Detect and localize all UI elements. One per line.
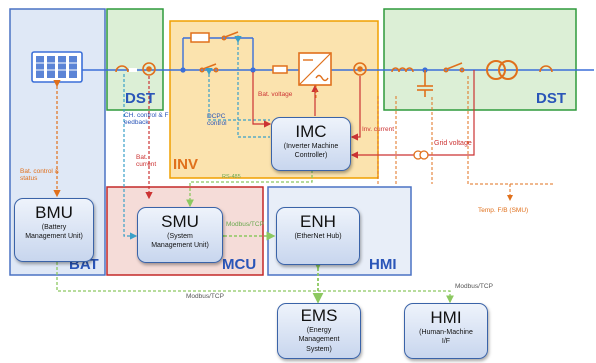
ems-box[interactable]: EMS (Energy Management System) [277, 303, 361, 359]
imc-subtitle-1: (Inverter Machine [283, 143, 339, 150]
ac-breaker-icon [443, 62, 465, 73]
smu-subtitle-2: Management Unit) [151, 242, 209, 250]
bat-current-label-2: current [136, 161, 157, 168]
inv-current-label: Inv. current [362, 126, 395, 133]
hmi-subtitle-2: I/F [441, 338, 451, 346]
inverter-icon [298, 52, 332, 86]
dcpc-control-line [205, 68, 270, 121]
ac-inductor-icon [391, 67, 414, 73]
smu-box[interactable]: SMU (System Management Unit) [137, 207, 223, 263]
ch-control-label-2: eedback [124, 119, 149, 126]
bmu-subtitle-1: (Battery [41, 224, 67, 231]
ems-subtitle-2: Management [298, 336, 340, 344]
bottom-modbus-bus [53, 255, 454, 304]
rs485-label: RS-485 [222, 174, 241, 180]
ac-current-sensor-icon [353, 62, 367, 76]
grid-voltage-sensor-icon [413, 150, 429, 160]
temp-feedback-line [315, 76, 554, 185]
ems-subtitle-3: System) [306, 345, 332, 353]
rs485-line [186, 163, 316, 208]
ch-control-line [123, 74, 138, 240]
dc-fuse-icon [272, 65, 288, 74]
ems-title: EMS [300, 306, 338, 325]
mcu-section-label: MCU [222, 256, 257, 273]
ch-control-label-1: CH. control & F [124, 112, 169, 119]
dst-right-section [383, 8, 577, 111]
dst-right-label: DST [536, 90, 566, 107]
precharge-control-line [234, 36, 270, 138]
dcpc-label-2: control [207, 120, 227, 127]
imc-title: IMC [295, 122, 327, 141]
dst-left-label: DST [125, 90, 155, 107]
modbus-smu-label: Modbus/TCP [226, 221, 264, 228]
precharge-resistor-icon [190, 32, 210, 43]
enh-subtitle-1: (EtherNet Hub) [294, 233, 342, 240]
enh-title: ENH [300, 212, 336, 231]
dc-breaker-icon [115, 62, 156, 76]
hmi-title: HMI [430, 308, 462, 327]
inv-current-line [350, 76, 361, 141]
bat-control-label-2: status [20, 175, 38, 182]
dcpc-switch-icon [199, 63, 219, 73]
filter-capacitor-icon [417, 70, 433, 97]
grid-voltage-line [350, 70, 475, 159]
inv-section-label: INV [173, 156, 199, 173]
ems-subtitle-1: (Energy [306, 327, 332, 334]
grid-voltage-label: Grid voltage [434, 140, 472, 147]
bat-voltage-line [252, 72, 272, 128]
imc-subtitle-2: Controller) [294, 152, 328, 160]
hmi-box[interactable]: HMI (Human-Machine I/F [404, 303, 488, 359]
smu-title: SMU [161, 212, 199, 231]
transformer-icon [486, 60, 518, 80]
battery-icon [31, 51, 83, 83]
modbus-right-label: Modbus/TCP [455, 283, 493, 290]
hmi-section-label: HMI [369, 256, 397, 273]
smu-subtitle-1: (System [167, 233, 193, 240]
bat-control-label-1: Bat. control & [20, 168, 60, 175]
imc-box[interactable]: IMC (Inverter Machine Controller) [271, 117, 351, 171]
bmu-subtitle-2: Management Unit) [25, 233, 83, 241]
bat-current-label-1: Bat. [136, 154, 148, 161]
temp-fb-label: Temp. F/B (SMU) [478, 207, 529, 214]
bat-voltage-label: Bat. voltage [258, 91, 293, 98]
bmu-box[interactable]: BMU (Battery Management Unit) [14, 198, 94, 262]
dst-left-section [106, 8, 164, 111]
grid-breaker-icon [539, 65, 553, 73]
modbus-bottom-label: Modbus/TCP [186, 293, 224, 300]
dcpc-label-1: DCPC [207, 113, 226, 120]
enh-box[interactable]: ENH (EtherNet Hub) [276, 207, 360, 265]
hmi-subtitle-1: (Human-Machine [419, 329, 473, 336]
bmu-title: BMU [35, 203, 73, 222]
